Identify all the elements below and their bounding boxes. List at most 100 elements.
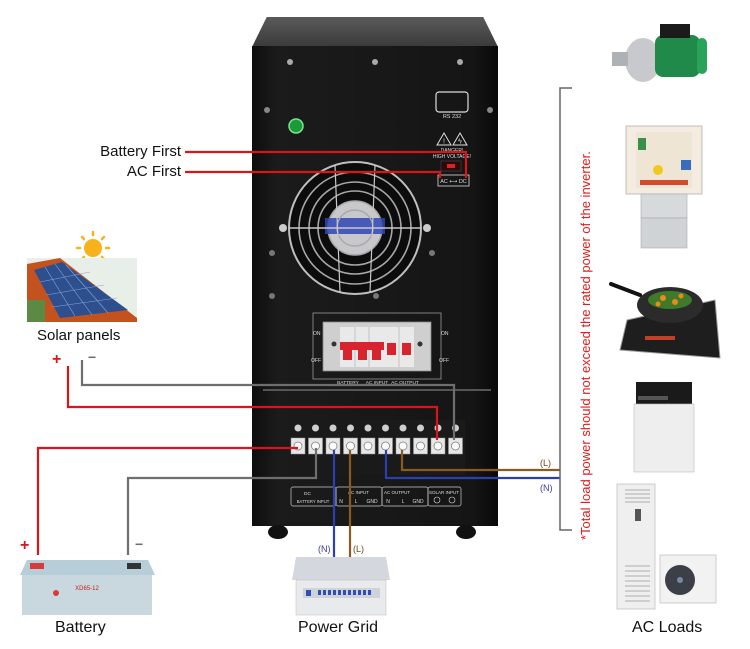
- battery-positive-sign: +: [20, 537, 29, 554]
- battery-negative-sign: −: [135, 536, 143, 552]
- breaker-label-ac-output: AC OUTPUT: [391, 380, 419, 386]
- battery-negative-wire: [126, 448, 318, 555]
- refrigerator-image: [625, 125, 703, 249]
- high-voltage-text: HIGH VOLTAGE!: [433, 154, 471, 160]
- grid-neutral-label: (N): [318, 544, 331, 554]
- terminal-screw-top: [347, 424, 354, 432]
- terminal-screw: [363, 441, 373, 451]
- solar-panels-label: Solar panels: [37, 327, 121, 344]
- mode-switch[interactable]: [437, 174, 470, 187]
- water-pump-image: [612, 24, 707, 82]
- ac-first-wire: [185, 170, 442, 178]
- battery-input-label: BATTERY INPUT: [297, 499, 330, 504]
- power-indicator-light: [288, 118, 304, 134]
- solar-negative-sign: −: [88, 349, 96, 365]
- solar-input-label: SOLAR INPUT: [429, 490, 459, 495]
- terminal-screw: [346, 441, 355, 451]
- screw: [269, 293, 275, 299]
- terminal-screw-top: [399, 424, 407, 432]
- screw: [372, 59, 378, 65]
- inverter-top-lid: [252, 17, 498, 47]
- screw: [429, 250, 435, 256]
- solar-negative-icon: [448, 496, 456, 504]
- breaker-panel: [312, 312, 442, 380]
- terminal-screw-top: [312, 424, 319, 432]
- ac-output-breaker[interactable]: [387, 343, 396, 355]
- power-grid-label: Power Grid: [298, 619, 379, 636]
- air-conditioner-image: [616, 483, 717, 610]
- divider: [263, 389, 491, 391]
- terminal-screw-top: [364, 424, 372, 432]
- load-neutral-wire: [384, 450, 560, 480]
- terminal-screw-top: [417, 424, 424, 432]
- screw: [269, 250, 275, 256]
- ac-loads-label: AC Loads: [632, 619, 703, 636]
- terminal-screw: [416, 441, 425, 451]
- rs232-label: RS 232: [443, 114, 461, 120]
- svg-text:!: !: [443, 139, 445, 146]
- screw: [457, 59, 463, 65]
- svg-text:ϟ: ϟ: [458, 139, 462, 146]
- high-voltage-icon: ϟ: [452, 132, 468, 146]
- load-live-wire: [400, 450, 560, 472]
- warning-icon: !: [436, 132, 452, 146]
- cooling-fan: [279, 161, 431, 295]
- terminal-n-in: N: [339, 499, 343, 505]
- terminal-screw: [381, 441, 390, 451]
- ac-input-label: AC INPUT: [348, 490, 369, 495]
- grid-live-label: (L): [353, 544, 364, 554]
- battery-breaker[interactable]: [343, 348, 352, 360]
- terminal-l-out: L: [402, 499, 405, 505]
- breaker-off-label-right: OFF: [439, 358, 449, 364]
- terminal-screw-top: [382, 424, 389, 432]
- terminal-n-out: N: [386, 499, 390, 505]
- terminal-screw: [433, 441, 443, 451]
- breaker-label-ac-input: AC INPUT: [366, 380, 388, 386]
- solar-positive-sign: +: [52, 351, 61, 368]
- screw: [487, 107, 493, 113]
- mode-switch-indicator: [447, 164, 455, 168]
- battery-first-label: Battery First: [100, 143, 181, 160]
- ac-input-breaker[interactable]: [358, 348, 367, 360]
- load-live-label: (L): [540, 458, 551, 468]
- solar-negative-wire: [80, 360, 456, 440]
- terminal-l-in: L: [355, 499, 358, 505]
- distribution-box-image: [292, 557, 390, 616]
- terminal-gnd-out: GND: [412, 499, 424, 505]
- breaker-on-label-right: ON: [441, 331, 449, 337]
- terminal-screw-top: [294, 424, 302, 432]
- terminal-gnd-in: GND: [366, 499, 378, 505]
- battery-image: XD65-12: [20, 560, 155, 615]
- breaker-label-battery: BATTERY: [337, 380, 359, 386]
- load-neutral-label: (N): [540, 483, 553, 493]
- solar-positive-icon: [433, 496, 441, 504]
- terminal-screw: [328, 441, 338, 451]
- breaker-toggle-bar[interactable]: [340, 342, 384, 350]
- terminal-screw-top: [329, 424, 337, 432]
- ac-first-label: AC First: [126, 163, 181, 180]
- load-power-note: *Total load power should not exceed the …: [578, 151, 593, 540]
- ac-output-breaker-2[interactable]: [402, 343, 411, 355]
- solar-positive-wire: [66, 366, 439, 440]
- terminal-screw: [451, 441, 460, 451]
- battery-positive-wire: [36, 446, 298, 555]
- induction-cooker-image: [609, 282, 721, 359]
- terminal-screw: [398, 441, 408, 451]
- mode-switch-label: AC ⟷ DC: [440, 179, 467, 185]
- battery-model-label: XD65-12: [75, 586, 99, 592]
- battery-first-wire: [185, 150, 468, 178]
- solar-panel-image: [27, 258, 137, 322]
- load-bracket: [559, 87, 572, 531]
- terminal-label-panel: [290, 486, 462, 507]
- screw: [287, 59, 293, 65]
- battery-label: Battery: [55, 619, 106, 636]
- screw: [373, 293, 379, 299]
- ac-input-breaker-2[interactable]: [372, 348, 381, 360]
- washing-machine-image: [633, 382, 695, 473]
- breaker-on-label-left: ON: [313, 331, 321, 337]
- caster-wheel: [456, 525, 476, 539]
- rs232-port[interactable]: [435, 91, 469, 113]
- ac-output-label: AC OUTPUT: [384, 490, 410, 495]
- caster-wheel: [268, 525, 288, 539]
